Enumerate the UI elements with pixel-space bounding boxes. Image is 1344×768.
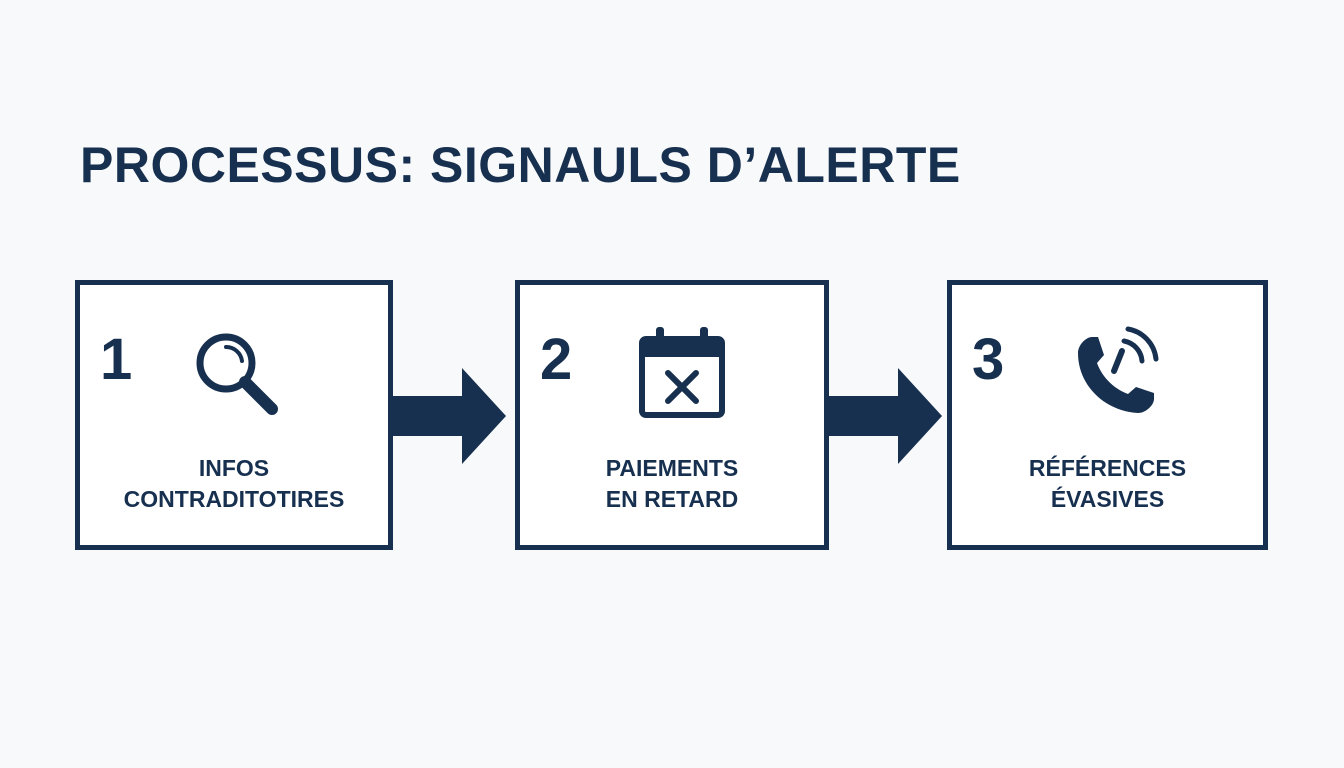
step-label-line: CONTRADITOTIRES: [123, 486, 345, 512]
step-label-line: EN RETARD: [605, 486, 739, 512]
step-number: 1: [100, 327, 133, 392]
arrow-right-icon: [828, 368, 942, 464]
step-label: RÉFÉRENCES ÉVASIVES: [952, 453, 1263, 515]
step-label-line: PAIEMENTS: [605, 455, 739, 481]
step-box-1: 1 INFOS CONTRADITOTIRES: [75, 280, 393, 550]
step-label-line: RÉFÉRENCES: [1028, 455, 1187, 481]
magnifying-glass-icon: [188, 325, 284, 421]
step-number: 3: [972, 327, 1005, 392]
phone-ringing-icon: [1064, 325, 1160, 421]
step-label: PAIEMENTS EN RETARD: [520, 453, 824, 515]
step-number: 2: [540, 327, 573, 392]
step-label-line: INFOS: [198, 455, 270, 481]
diagram-title: PROCESSUS: SIGNAULS D’ALERTE: [80, 137, 961, 193]
step-box-2: 2 PAIEMENTS EN RETARD: [515, 280, 829, 550]
step-label: INFOS CONTRADITOTIRES: [80, 453, 388, 515]
arrow-right-icon: [392, 368, 506, 464]
step-label-line: ÉVASIVES: [1050, 486, 1165, 512]
calendar-x-icon: [632, 325, 728, 421]
step-box-3: 3 RÉFÉRENCES ÉVASIVES: [947, 280, 1268, 550]
